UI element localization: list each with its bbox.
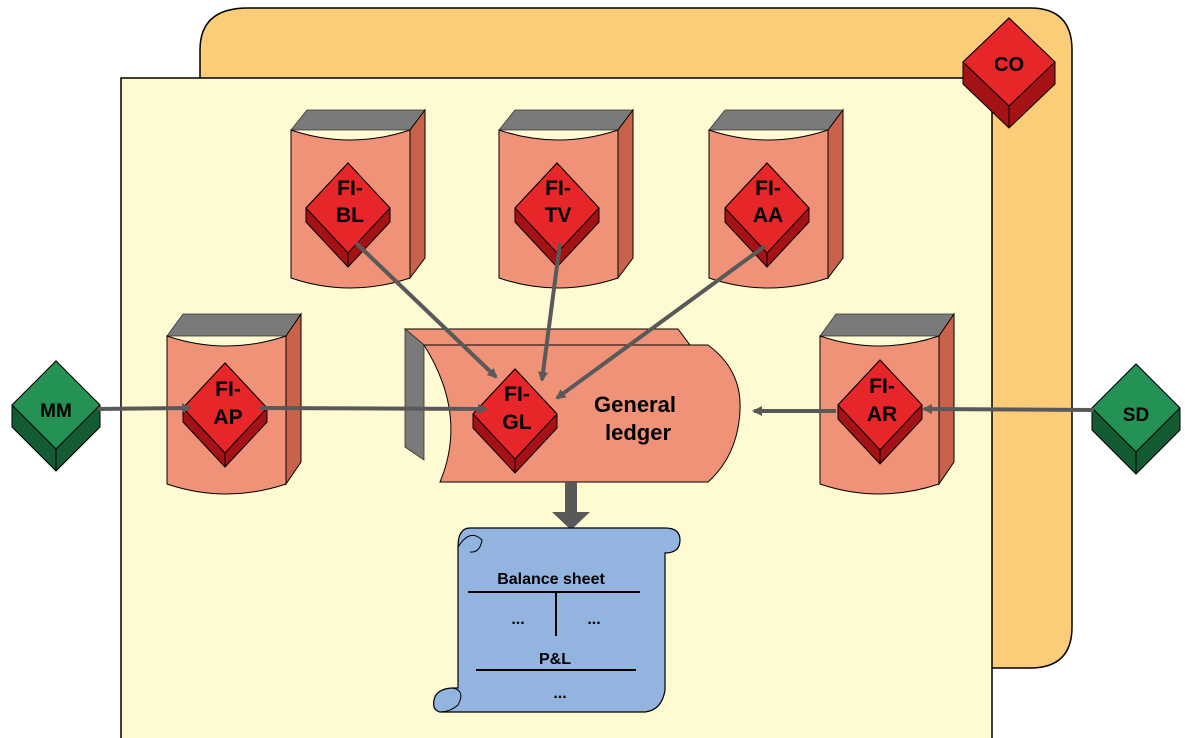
statement-left-dots: ... (511, 611, 524, 628)
general-ledger-label-line2: ledger (605, 420, 671, 445)
arrow-ap-to-gl (259, 403, 488, 414)
fi-bl-label-line1: FI- (337, 177, 363, 200)
fi-bl-label-line2: BL (336, 204, 364, 227)
arrow-sd-to-ar (922, 404, 1095, 415)
arrow-gl-to-statement (552, 482, 590, 530)
flow-arrows (97, 241, 1095, 416)
co-module: CO (962, 17, 1056, 129)
general-ledger-book: General ledger (403, 328, 741, 483)
fi-gl-module: FI- GL (472, 368, 558, 474)
statement-title: Balance sheet (497, 571, 605, 588)
financial-statement-scroll: Balance sheet ... ... P&L ... (433, 527, 681, 713)
arrow-bl-to-gl (354, 241, 498, 379)
fi-ap-label-line1: FI- (215, 378, 241, 401)
book-fi-ap (166, 312, 302, 495)
arrow-mm-to-ap (97, 403, 192, 414)
statement-right-dots: ... (587, 611, 600, 628)
fi-tv-label-line2: TV (545, 204, 572, 227)
fi-tv-label-line1: FI- (545, 177, 571, 200)
fi-gl-label-line2: GL (502, 411, 531, 434)
fi-ap-module: FI- AP (182, 362, 268, 468)
arrow-aa-to-gl (555, 244, 767, 400)
mm-module: MM (11, 360, 101, 472)
sd-module: SD (1091, 363, 1181, 475)
fi-bl-module: FI- BL (305, 162, 391, 268)
mm-module-label: MM (40, 401, 72, 422)
arrow-tv-to-gl (538, 242, 562, 382)
statement-pl-label: P&L (539, 651, 571, 668)
fi-gl-label-line1: FI- (504, 383, 530, 406)
fi-ap-label-line2: AP (213, 406, 242, 429)
general-ledger-label-line1: General (594, 392, 676, 417)
fi-ar-label-line1: FI- (869, 375, 895, 398)
fi-ar-label-line2: AR (867, 403, 897, 426)
statement-bottom-dots: ... (553, 685, 566, 702)
fi-aa-label-line2: AA (753, 204, 783, 227)
fi-aa-label-line1: FI- (755, 177, 781, 200)
fi-tv-module: FI- TV (514, 162, 600, 268)
fi-ar-module: FI- AR (837, 359, 923, 465)
co-module-label: CO (994, 54, 1024, 76)
sd-module-label: SD (1123, 405, 1149, 426)
fi-aa-module: FI- AA (724, 162, 810, 268)
